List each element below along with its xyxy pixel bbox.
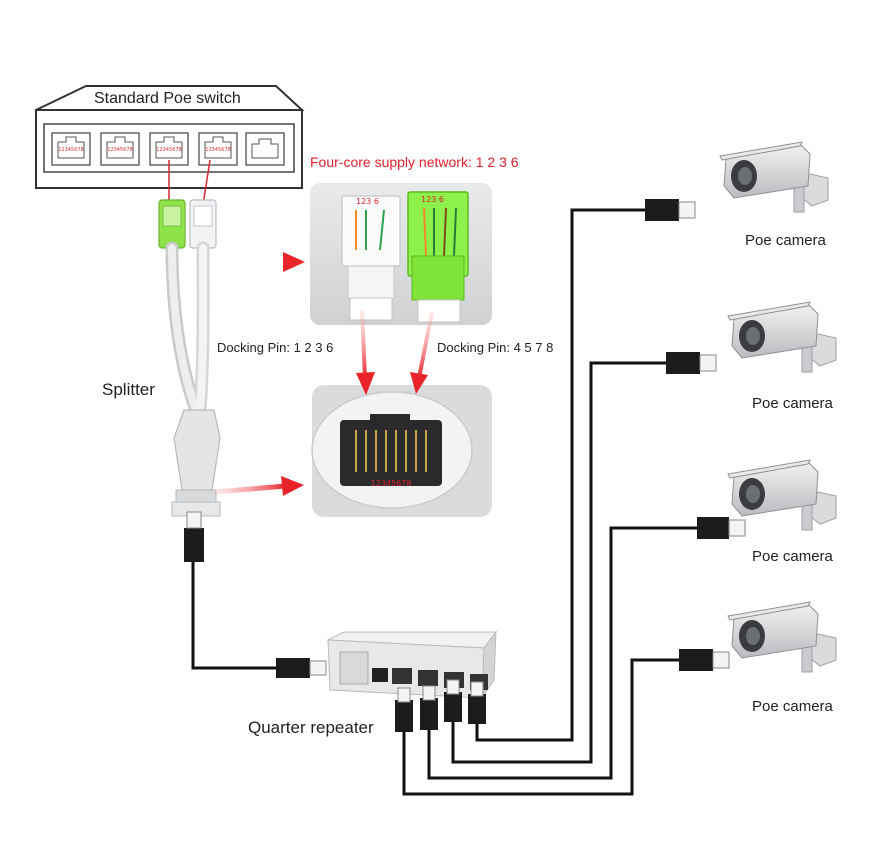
rj45-plug-camera-2 [666,352,717,374]
splitter [158,199,221,517]
docking-label-right: Docking Pin: 4 5 7 8 [437,340,554,355]
arrow-to-jack [213,476,304,496]
switch-port: 12345678 [100,132,140,166]
switch-port: 12345678 [198,132,238,166]
closeup-plug-white [341,195,401,321]
cable-camera-3 [427,526,700,780]
cable-camera-1 [475,208,647,742]
rj45-plug-splitter-out [184,511,204,562]
camera-label: Poe camera [745,232,826,249]
svg-text:12345678: 12345678 [156,147,181,153]
closeup-plug-green [407,191,469,323]
splitter-label: Splitter [102,380,155,399]
pins-label-green: 123 6 [421,195,444,204]
svg-text:12345678: 12345678 [107,147,132,153]
camera-icon [719,141,829,213]
supply-note: Four-core supply network: 1 2 3 6 [310,154,519,170]
rj45-plug-camera-1 [645,199,696,221]
camera-label: Poe camera [752,698,833,715]
cable-camera-2 [451,361,668,764]
port-pins-label: 12345678 [371,479,412,488]
arrow-docking-right [410,311,434,394]
camera-icon [727,459,837,531]
switch-uplink-port [245,132,285,166]
pins-label-white: 123 6 [356,197,379,206]
rj45-plug-camera-4 [679,649,730,671]
repeater-label: Quarter repeater [248,718,374,737]
switch-title: Standard Poe switch [94,90,241,107]
svg-text:12345678: 12345678 [205,147,230,153]
docking-label-left: Docking Pin: 1 2 3 6 [217,340,334,355]
camera-label: Poe camera [752,395,833,412]
rj45-plug-repeater-in [276,658,327,678]
cables [191,208,700,796]
arrow-to-plugs [218,252,305,272]
rj45-jack-closeup: 12345678 [311,385,492,517]
arrow-docking-left [356,309,375,395]
cable-camera-4 [402,658,681,796]
switch-port: 12345678 [149,132,189,166]
cable-splitter-repeater [191,560,282,670]
switch-port: 12345678 [51,132,91,166]
rj45-closeup: 123 6 123 6 [310,183,492,325]
svg-text:12345678: 12345678 [58,147,83,153]
camera-icon [727,301,837,373]
rj45-plug-camera-3 [697,517,746,539]
camera-label: Poe camera [752,548,833,565]
camera-icon [727,601,837,673]
rj45-plug-repeater-out [395,679,486,732]
